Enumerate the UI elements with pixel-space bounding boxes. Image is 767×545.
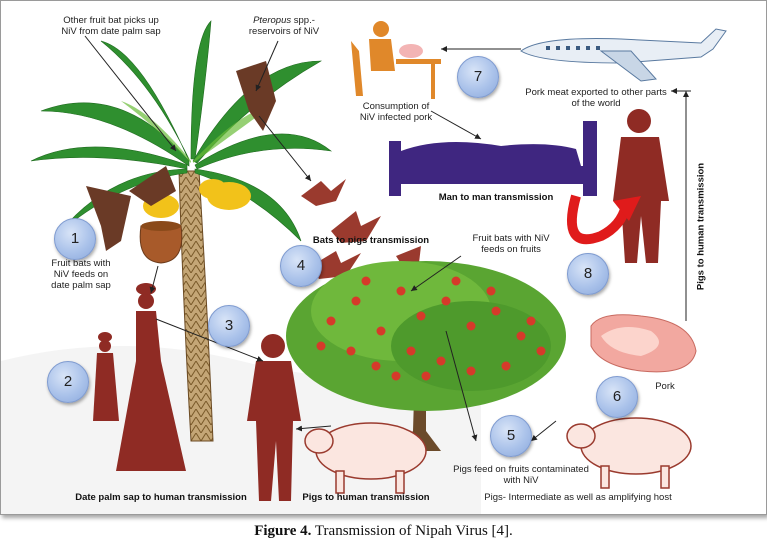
caption-label: Figure 4. <box>254 523 312 539</box>
pork-meat <box>590 314 697 373</box>
step-badge-3: 3 <box>208 305 250 347</box>
illustration <box>1 20 727 514</box>
label-man-to-man: Man to man transmission <box>438 192 554 203</box>
pig-right <box>566 417 692 489</box>
label-pigs-to-human-bottom: Pigs to human transmission <box>302 492 430 503</box>
curved-red-arrow <box>566 194 631 245</box>
apple <box>526 316 536 326</box>
apple <box>416 311 426 321</box>
apple <box>466 321 476 331</box>
date-palm-tree <box>30 20 333 442</box>
apple <box>466 366 476 376</box>
person-eating <box>351 21 441 99</box>
apple <box>491 306 501 316</box>
bed <box>389 121 597 196</box>
apple <box>396 286 406 296</box>
caption-text: Transmission of Nipah Virus [4]. <box>311 523 513 539</box>
figure-caption: Figure 4. Transmission of Nipah Virus [4… <box>0 523 767 540</box>
step-badge-2: 2 <box>47 361 89 403</box>
apple <box>516 331 526 341</box>
apple <box>326 316 336 326</box>
apple <box>536 346 546 356</box>
apple <box>486 286 496 296</box>
apple <box>436 356 446 366</box>
label-date-palm-to-human: Date palm sap to human transmission <box>75 492 247 503</box>
apple <box>371 361 381 371</box>
label-bats-to-pigs: Bats to pigs transmission <box>312 235 430 246</box>
label-pteropus: Pteropus spp.- reservoirs of NiV <box>248 15 320 37</box>
label-pigs-intermediate: Pigs- Intermediate as well as amplifying… <box>484 492 672 503</box>
apple <box>351 296 361 306</box>
airplane <box>520 28 727 82</box>
bats-on-palm <box>86 61 276 251</box>
apple <box>316 341 326 351</box>
apple <box>441 296 451 306</box>
step-badge-8: 8 <box>567 253 609 295</box>
apple <box>501 361 511 371</box>
man-silhouette-left <box>247 334 301 501</box>
arrows <box>84 35 691 442</box>
apple <box>406 346 416 356</box>
apple <box>391 371 401 381</box>
step-badge-1: 1 <box>54 218 96 260</box>
step-badge-7: 7 <box>457 56 499 98</box>
apple <box>376 326 386 336</box>
apple <box>421 371 431 381</box>
step-badge-6: 6 <box>596 376 638 418</box>
apple <box>361 276 371 286</box>
step-badge-5: 5 <box>490 415 532 457</box>
label-pork: Pork <box>655 381 675 392</box>
man-silhouette-right <box>613 109 669 263</box>
fruit-tree <box>286 261 566 451</box>
label-pigs-to-human-vertical: Pigs to human transmission <box>695 162 707 291</box>
apple <box>346 346 356 356</box>
apple <box>451 276 461 286</box>
pig-left <box>304 422 427 494</box>
step-badge-4: 4 <box>280 245 322 287</box>
